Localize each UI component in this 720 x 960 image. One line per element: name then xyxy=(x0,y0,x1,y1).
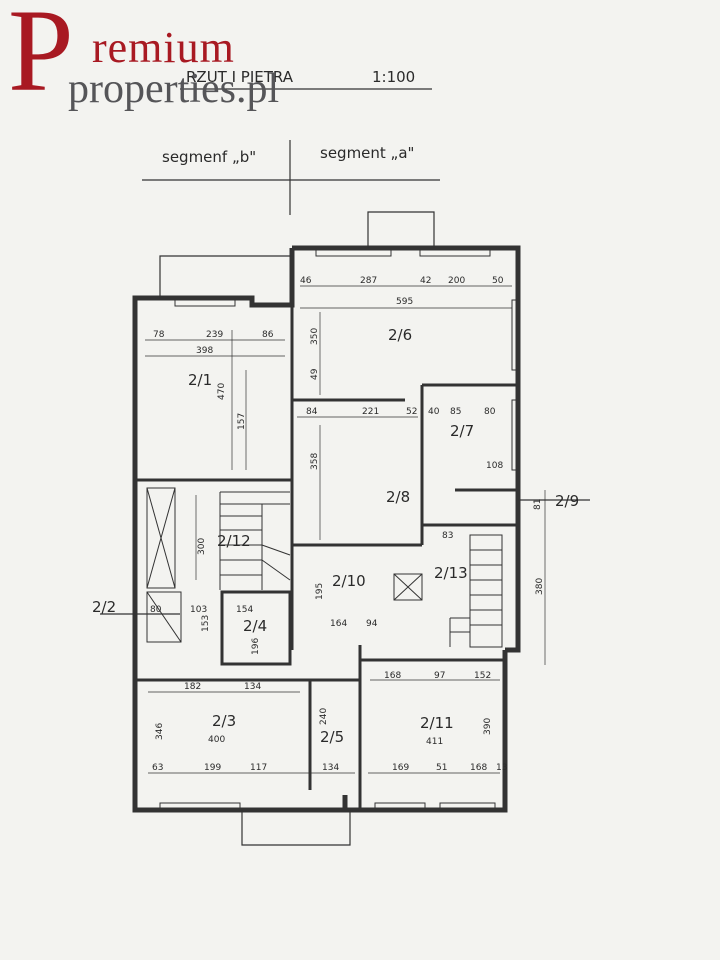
dim-label: 52 xyxy=(406,407,417,417)
room-label-2-11: 2/11 xyxy=(420,714,454,732)
room-label-2-6: 2/6 xyxy=(388,326,412,344)
dim-label: 153 xyxy=(201,615,211,632)
dim-label: 196 xyxy=(251,638,261,655)
logo-line-1: remium xyxy=(92,23,235,72)
dim-label: 239 xyxy=(206,330,223,340)
dim-label: 84 xyxy=(306,407,318,417)
dim-label: 157 xyxy=(237,413,247,430)
windows xyxy=(159,249,519,810)
dimension-labels: 46 287 42 200 50 595 78 239 86 398 470 1… xyxy=(150,276,545,773)
dim-label: 195 xyxy=(315,583,325,600)
staircase-right xyxy=(449,534,503,648)
dim-label: 152 xyxy=(474,671,491,681)
room-label-2-2: 2/2 xyxy=(92,598,116,616)
room-label-2-5: 2/5 xyxy=(320,728,344,746)
dim-label: 50 xyxy=(492,276,504,286)
dim-label: 94 xyxy=(366,619,378,629)
dim-label: 85 xyxy=(450,407,461,417)
room-label-2-8: 2/8 xyxy=(386,488,410,506)
dim-label: 42 xyxy=(420,276,431,286)
balcony-bottom xyxy=(241,810,351,846)
dim-label: 200 xyxy=(448,276,465,286)
balcony-top xyxy=(367,211,435,248)
dimension-lines xyxy=(145,285,546,774)
dim-label: 380 xyxy=(535,578,545,595)
dim-label: 221 xyxy=(362,407,379,417)
dim-label: 13 xyxy=(496,763,507,773)
chimney-shaft xyxy=(393,573,423,601)
dim-label: 80 xyxy=(150,605,162,615)
dim-label: 400 xyxy=(208,735,225,745)
segment-b-label: segmenf „b" xyxy=(162,148,256,166)
dim-label: 350 xyxy=(310,328,320,345)
dim-label: 97 xyxy=(434,671,445,681)
plan-title: RZUT I PIETRA xyxy=(186,68,294,86)
dim-label: 470 xyxy=(217,383,227,400)
room-label-2-1: 2/1 xyxy=(188,371,212,389)
logo-line-2: properties.pl xyxy=(68,66,280,112)
dim-label: 134 xyxy=(244,682,261,692)
dim-label: 108 xyxy=(486,461,503,471)
dim-label: 154 xyxy=(236,605,253,615)
room-label-2-9: 2/9 xyxy=(555,492,579,510)
dim-label: 168 xyxy=(384,671,401,681)
dim-label: 40 xyxy=(428,407,440,417)
dim-label: 134 xyxy=(322,763,339,773)
dim-label: 240 xyxy=(319,708,329,725)
dim-label: 63 xyxy=(152,763,163,773)
dim-label: 346 xyxy=(155,723,165,740)
room-label-2-3: 2/3 xyxy=(212,712,236,730)
dim-label: 390 xyxy=(483,718,493,735)
plan-scale: 1:100 xyxy=(372,68,415,86)
dim-label: 398 xyxy=(196,346,213,356)
room-label-2-4: 2/4 xyxy=(243,617,267,635)
dim-label: 83 xyxy=(442,531,453,541)
segment-a-label: segment „a" xyxy=(320,144,414,162)
dim-label: 46 xyxy=(300,276,312,286)
dim-label: 287 xyxy=(360,276,377,286)
dim-label: 358 xyxy=(310,453,320,470)
dim-label: 86 xyxy=(262,330,274,340)
dim-label: 300 xyxy=(197,538,207,555)
premium-properties-logo: P remium properties.pl xyxy=(8,0,348,116)
dim-label: 103 xyxy=(190,605,207,615)
dim-label: 595 xyxy=(396,297,413,307)
logo-initial: P xyxy=(8,0,74,116)
balcony-left xyxy=(159,255,292,298)
dim-label: 49 xyxy=(310,368,320,380)
room-label-2-7: 2/7 xyxy=(450,422,474,440)
closet-2-2 xyxy=(146,591,182,643)
dim-label: 169 xyxy=(392,763,409,773)
room-label-2-10: 2/10 xyxy=(332,572,366,590)
dim-label: 199 xyxy=(204,763,221,773)
inner-walls xyxy=(135,305,518,810)
dim-label: 51 xyxy=(436,763,447,773)
dim-label: 182 xyxy=(184,682,201,692)
wardrobe-left xyxy=(146,487,176,589)
dim-label: 168 xyxy=(470,763,487,773)
dim-label: 78 xyxy=(153,330,165,340)
dim-label: 117 xyxy=(250,763,267,773)
room-label-2-13: 2/13 xyxy=(434,564,468,582)
staircase-left xyxy=(219,491,291,590)
dim-label: 81 xyxy=(533,499,543,510)
room-label-2-12: 2/12 xyxy=(217,532,251,550)
dim-label: 80 xyxy=(484,407,496,417)
dim-label: 411 xyxy=(426,737,443,747)
dim-label: 164 xyxy=(330,619,347,629)
